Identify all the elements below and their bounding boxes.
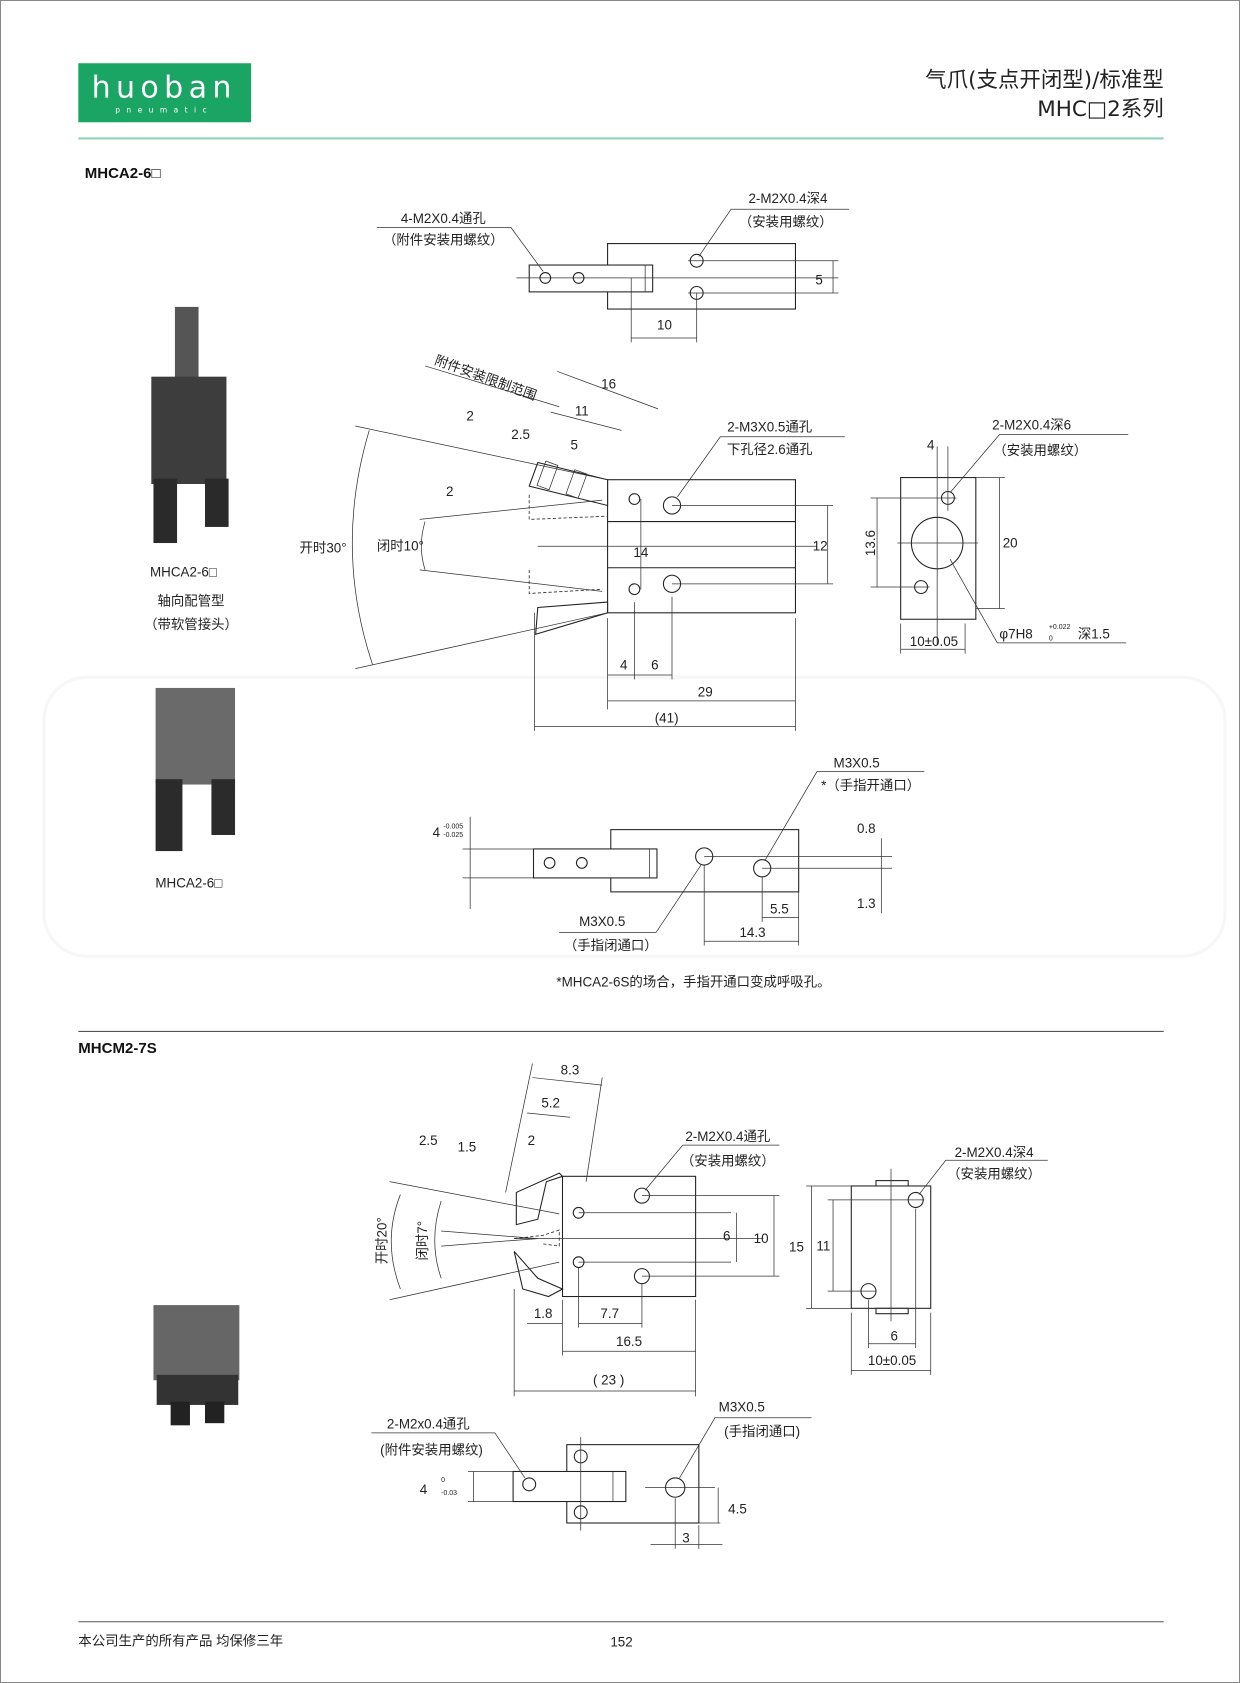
dimension-label: 10 <box>754 1231 769 1246</box>
mhcm-bottom-view <box>371 1417 812 1549</box>
callout-label: *（手指开通口） <box>821 778 920 793</box>
dimension-label: 2.5 <box>419 1133 438 1148</box>
dimension-label: 15 <box>789 1239 804 1254</box>
callout-label: 2-M3X0.5通孔 <box>727 419 812 434</box>
callout-label: （安装用螺纹） <box>681 1154 775 1169</box>
callout-label: 2-M2X0.4通孔 <box>685 1129 770 1144</box>
dimension-label: 深1.5 <box>1078 627 1110 642</box>
page-subtitle: MHC□2系列 <box>1037 97 1163 122</box>
callout-label: 2-M2X0.4深4 <box>748 191 828 206</box>
footer-warranty: 本公司生产的所有产品 均保修三年 <box>78 1633 283 1648</box>
dimension-label: 7.7 <box>600 1306 619 1321</box>
dimension-label: 4 <box>927 438 935 453</box>
dimension-label: 10±0.05 <box>868 1353 916 1368</box>
angle-label: 开时30° <box>300 541 347 556</box>
product-photo-standard <box>155 687 236 852</box>
dimension-label: 6 <box>890 1329 897 1344</box>
page-title: 气爪(支点开闭型)/标准型 <box>925 68 1164 93</box>
photo-caption: MHCA2-6□ <box>155 876 222 891</box>
section-model-mhcm2: MHCM2-7S <box>78 1040 156 1057</box>
dimension-label: 1.8 <box>534 1306 553 1321</box>
logo-subtext: pneumatic <box>115 106 213 115</box>
footnote: *MHCA2-6S的场合，手指开通口变成呼吸孔。 <box>556 974 830 989</box>
dimension-label: 29 <box>698 685 713 700</box>
dimension-label: 13.6 <box>863 530 878 556</box>
dimension-label: 5.5 <box>770 901 789 916</box>
callout-label: 2-M2x0.4通孔 <box>387 1417 470 1432</box>
mhcm-side-view <box>806 1159 1048 1375</box>
dimension-label: 2.5 <box>511 427 530 442</box>
product-photo-mhcm <box>153 1305 240 1426</box>
photo-caption: （带软管接头） <box>144 616 238 632</box>
dimension-label: 20 <box>1003 535 1018 550</box>
dimension-label: 6 <box>651 658 658 673</box>
dimension-label: 0.8 <box>857 821 876 836</box>
callout-label: （安装用螺纹） <box>993 443 1087 458</box>
dimension-label: 5 <box>815 272 822 287</box>
dimension-label: 5 <box>571 438 578 453</box>
dimension-label: 6 <box>723 1229 730 1244</box>
dimension-label: 8.3 <box>561 1062 580 1077</box>
callout-label: 2-M2X0.4深6 <box>992 417 1071 432</box>
dimension-label: 4 <box>433 825 441 840</box>
dimension-label: 10±0.05 <box>910 634 958 649</box>
photo-caption: 轴向配管型 <box>157 593 224 608</box>
dimension-label: 1.5 <box>458 1140 477 1155</box>
photo-caption: MHCA2-6□ <box>150 564 217 579</box>
mhca-side-view <box>870 434 1129 654</box>
dimension-label: 2 <box>446 484 453 499</box>
dimension-label: 14 <box>633 545 648 560</box>
mhca-bottom-view <box>462 771 925 946</box>
tolerance-label: -0.005 <box>443 824 463 831</box>
dimension-label: 16.5 <box>616 1334 642 1349</box>
callout-label: (附件安装用螺纹) <box>380 1442 483 1457</box>
logo: huoban pneumatic <box>78 63 252 123</box>
dimension-label: 4.5 <box>728 1501 747 1516</box>
angle-label: 闭时10° <box>377 539 424 554</box>
callout-label: （安装用螺纹） <box>947 1166 1041 1181</box>
dimension-label: 14.3 <box>739 925 765 940</box>
mhca-top-view <box>376 208 850 343</box>
callout-label: M3X0.5 <box>719 1399 765 1414</box>
section-model-mhca2: MHCA2-6□ <box>85 165 161 182</box>
dimension-label: 附件安装限制范围 <box>433 352 539 403</box>
tolerance-label: 0 <box>441 1477 445 1484</box>
callout-label: 4-M2X0.4通孔 <box>401 211 486 226</box>
callout-label: (手指闭通口) <box>724 1424 800 1439</box>
dimension-label: 11 <box>575 403 589 418</box>
callout-label: 下孔径2.6通孔 <box>727 442 813 457</box>
tolerance-label: -0.03 <box>441 1490 457 1497</box>
angle-label: 闭时7° <box>415 1221 430 1261</box>
angle-label: 开时20° <box>374 1217 389 1264</box>
page-number: 152 <box>610 1634 632 1649</box>
dimension-label: 3 <box>682 1530 689 1545</box>
dimension-label: 1.3 <box>857 896 876 911</box>
dimension-label: 2 <box>466 409 473 424</box>
dimension-label: 12 <box>813 539 828 554</box>
callout-label: 2-M2X0.4深4 <box>955 1145 1035 1160</box>
dimension-label: 4 <box>620 658 628 673</box>
callout-label: （安装用螺纹） <box>739 214 833 229</box>
tolerance-label: -0.025 <box>443 832 463 839</box>
dimension-label: 5.2 <box>541 1096 560 1111</box>
dimension-label: 2 <box>528 1133 535 1148</box>
dimension-label: φ7H8 <box>999 627 1032 642</box>
mhcm-main-view <box>389 1063 780 1397</box>
callout-label: M3X0.5 <box>579 914 625 929</box>
dimension-label: 4 <box>420 1482 428 1497</box>
dimension-label: 11 <box>816 1238 830 1253</box>
callout-label: M3X0.5 <box>834 755 880 770</box>
tolerance-label: 0 <box>1049 636 1053 643</box>
dimension-label: (41) <box>655 710 679 725</box>
callout-label: （手指闭通口） <box>564 938 658 953</box>
callout-label: （附件安装用螺纹） <box>383 233 504 248</box>
dimension-label: ( 23 ) <box>593 1373 624 1388</box>
dimension-label: 10 <box>657 317 672 332</box>
logo-text: huoban <box>92 71 237 106</box>
dimension-label: 16 <box>601 376 616 391</box>
tolerance-label: +0.022 <box>1049 624 1071 631</box>
mhca-main-view <box>351 365 845 731</box>
product-photo-axial <box>151 306 229 544</box>
